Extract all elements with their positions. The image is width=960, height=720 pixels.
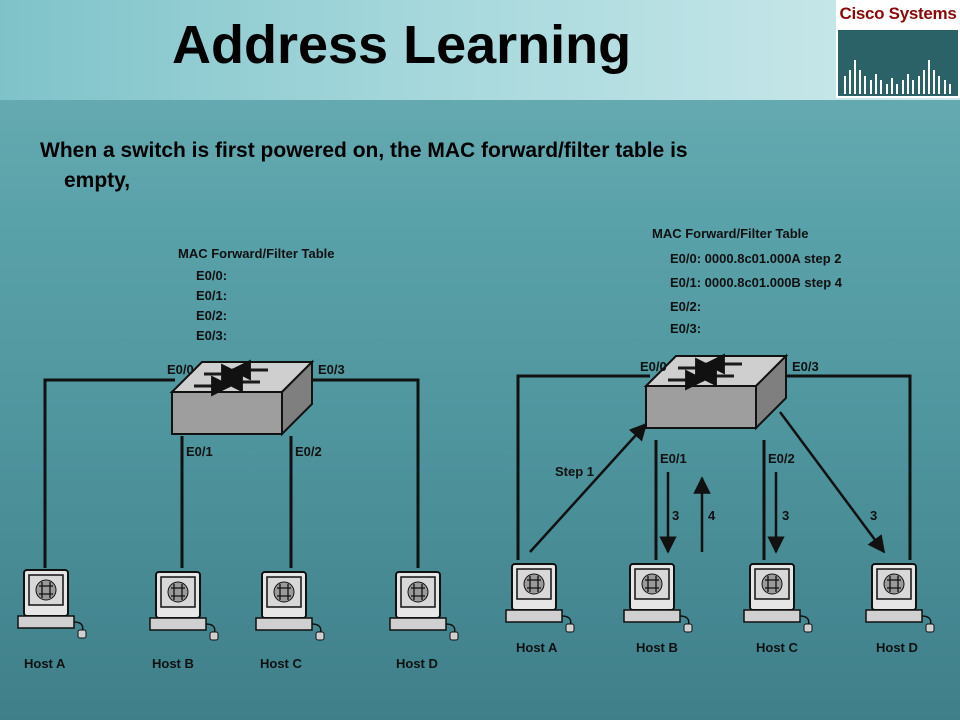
right-table-title: MAC Forward/Filter Table: [652, 226, 809, 241]
body-text-line1: When a switch is first powered on, the M…: [40, 139, 688, 162]
left-diagram: MAC Forward/Filter Table E0/0: E0/1: E0/…: [17, 246, 459, 671]
step1-arrow: [529, 422, 648, 553]
left-table-title: MAC Forward/Filter Table: [178, 246, 335, 261]
right-host-d-computer-icon: [865, 563, 935, 633]
left-port-e02: E0/2: [295, 444, 322, 459]
body-text-line2: empty,: [64, 169, 131, 192]
left-link-e03: [310, 378, 420, 568]
arrow-label: 4: [708, 508, 716, 523]
right-host-d-label: Host D: [876, 640, 918, 655]
slide-title: Address Learning: [172, 15, 632, 75]
body-text: When a switch is first powered on, the M…: [40, 136, 910, 196]
title-band: [0, 0, 960, 100]
frame-arrow-down-host-d: [778, 411, 886, 554]
step1-label: Step 1: [555, 464, 594, 479]
left-host-b-label: Host B: [152, 656, 194, 671]
right-link-e03: [784, 374, 912, 560]
cisco-logo: Cisco Systems: [836, 0, 960, 98]
left-host-a-computer-icon: [17, 569, 87, 639]
right-link-e00: [516, 374, 650, 560]
right-host-b-label: Host B: [636, 640, 678, 655]
arrow-label: 3: [782, 508, 789, 523]
right-host-b-computer-icon: [623, 563, 693, 633]
logo-bars-background: [838, 30, 958, 96]
right-table-row: E0/2:: [670, 299, 701, 314]
left-host-d-label: Host D: [396, 656, 438, 671]
left-port-e03: E0/3: [318, 362, 345, 377]
right-port-e00: E0/0: [640, 359, 667, 374]
logo-text: Cisco Systems: [839, 4, 957, 23]
left-port-e00: E0/0: [167, 362, 194, 377]
right-host-a-computer-icon: [505, 563, 575, 633]
right-host-a-label: Host A: [516, 640, 558, 655]
left-table-row: E0/1:: [196, 288, 227, 303]
right-port-e01: E0/1: [660, 451, 687, 466]
right-host-c-computer-icon: [743, 563, 813, 633]
left-table-row: E0/2:: [196, 308, 227, 323]
right-table-row: E0/1: 0000.8c01.000B step 4: [670, 275, 843, 290]
arrow-label: 3: [870, 508, 877, 523]
left-host-b-computer-icon: [149, 571, 219, 641]
left-host-c-label: Host C: [260, 656, 303, 671]
logo-bars-icon: [844, 60, 951, 94]
right-port-e03: E0/3: [792, 359, 819, 374]
right-diagram: MAC Forward/Filter Table E0/0: 0000.8c01…: [505, 226, 935, 655]
left-table-row: E0/0:: [196, 268, 227, 283]
right-switch: [646, 356, 786, 428]
arrow-label: 3: [672, 508, 679, 523]
right-links: [516, 374, 912, 560]
left-link-e00: [43, 378, 175, 568]
left-table-row: E0/3:: [196, 328, 227, 343]
right-port-e02: E0/2: [768, 451, 795, 466]
right-host-c-label: Host C: [756, 640, 799, 655]
left-host-d-computer-icon: [389, 571, 459, 641]
left-port-e01: E0/1: [186, 444, 213, 459]
left-host-c-computer-icon: [255, 571, 325, 641]
right-table-row: E0/0: 0000.8c01.000A step 2: [670, 251, 842, 266]
left-links: [43, 378, 420, 568]
right-table-row: E0/3:: [670, 321, 701, 336]
left-host-a-label: Host A: [24, 656, 66, 671]
